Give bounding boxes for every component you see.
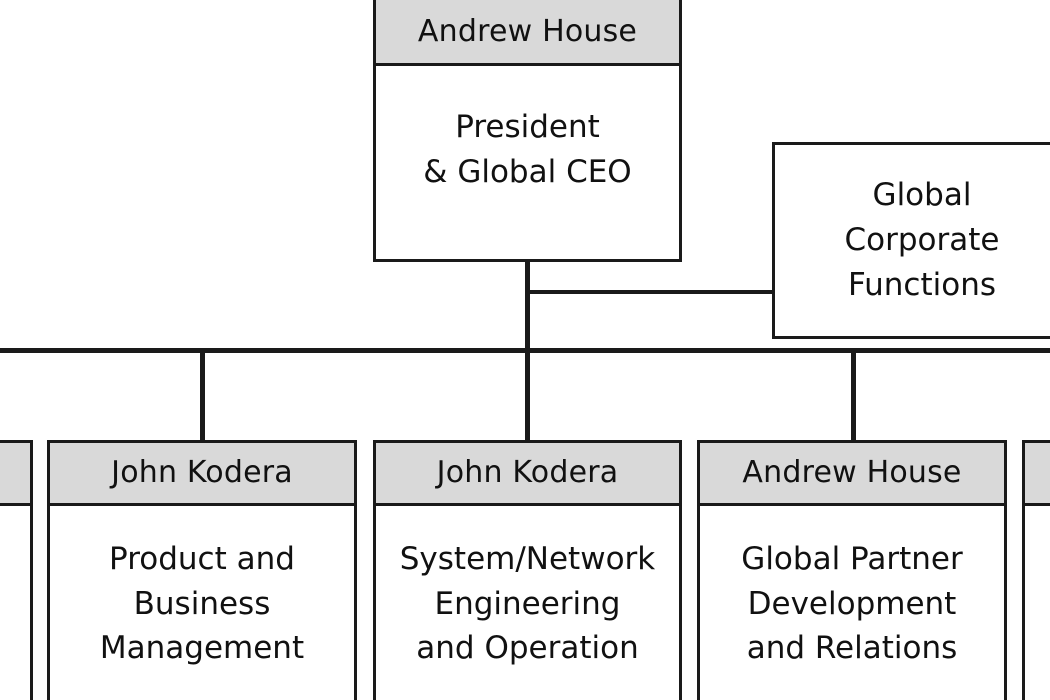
org-node-row-3-name: Andrew House xyxy=(700,443,1004,506)
connector-drop-to-row-node-1 xyxy=(200,348,205,443)
org-node-row-4-clipped[interactable] xyxy=(1022,440,1050,700)
org-node-row-2-name: John Kodera xyxy=(376,443,679,506)
org-node-row-0-clipped[interactable] xyxy=(0,440,33,700)
org-node-row-2-title: System/Network Engineering and Operation xyxy=(399,540,656,667)
org-node-global-corporate-functions-title: Global Corporate Functions xyxy=(844,177,1000,303)
org-node-row-0-title xyxy=(0,506,30,700)
org-node-row-1-name: John Kodera xyxy=(50,443,354,506)
org-node-global-corporate-functions[interactable]: Global Corporate Functions xyxy=(772,142,1050,339)
org-node-global-partner-development-and-relations[interactable]: Andrew House Global Partner Development … xyxy=(697,440,1007,700)
org-node-row-4-title xyxy=(1025,506,1050,700)
org-node-row-1-title: Product and Business Management xyxy=(99,540,305,667)
org-node-system-network-engineering-and-operation[interactable]: John Kodera System/Network Engineering a… xyxy=(373,440,682,700)
org-node-ceo-title: President & Global CEO xyxy=(423,108,632,190)
org-node-ceo[interactable]: Andrew House President & Global CEO xyxy=(373,0,682,262)
org-node-row-0-name xyxy=(0,443,30,506)
org-node-row-3-title: Global Partner Development and Relations xyxy=(741,540,963,667)
org-node-row-4-name xyxy=(1025,443,1050,506)
org-node-ceo-name: Andrew House xyxy=(376,0,679,66)
connector-drop-to-row-node-3 xyxy=(851,348,856,443)
connector-horizontal-bus xyxy=(0,348,1050,353)
connector-to-global-corporate-functions xyxy=(525,290,775,294)
org-node-product-and-business-management[interactable]: John Kodera Product and Business Managem… xyxy=(47,440,357,700)
